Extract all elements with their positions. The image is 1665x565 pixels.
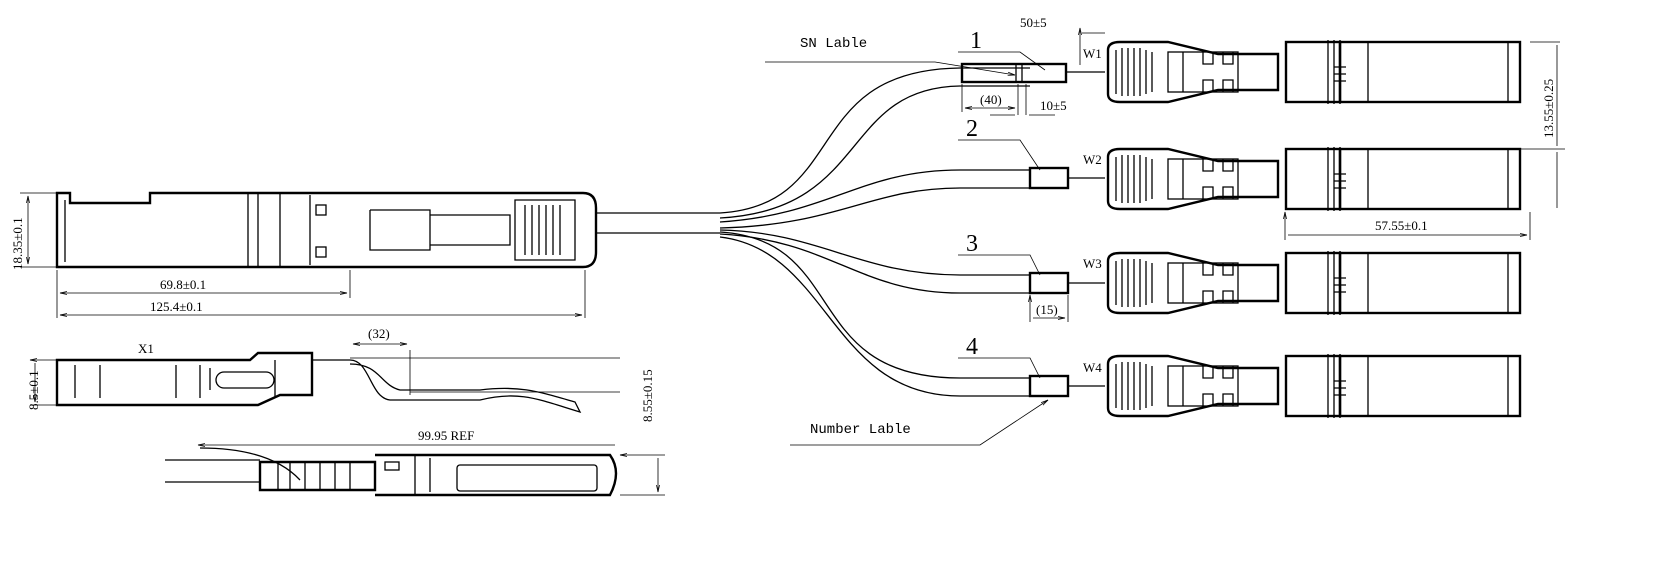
number-label-callout: Number Lable	[810, 422, 911, 438]
wire-label-3: W3	[1083, 256, 1102, 271]
wire-label-4: W4	[1083, 360, 1102, 375]
leg-number-4: 4	[966, 334, 978, 360]
dim-number-label-length: (15)	[1036, 302, 1058, 317]
wire-label-1: W1	[1083, 46, 1102, 61]
leg-number-2: 2	[966, 116, 978, 142]
dimension-lines	[20, 28, 1565, 495]
leg-number-1: 1	[970, 28, 982, 54]
dim-qsfp-body-length: 69.8±0.1	[160, 277, 206, 292]
qsfp-top-view	[55, 191, 598, 269]
dim-sfp-side-height: 8.55±0.15	[640, 369, 655, 422]
sfp-side-view	[165, 447, 618, 497]
sfp-connector-4	[1106, 352, 1522, 420]
dim-sfp-ref-length: 99.95 REF	[418, 428, 474, 443]
dim-side-height: 8.5±0.1	[26, 370, 41, 410]
dim-sn-label-length: (40)	[980, 92, 1002, 107]
leg-labels	[960, 62, 1105, 398]
dim-qsfp-height: 18.35±0.1	[10, 217, 25, 270]
dim-qsfp-total-length: 125.4±0.1	[150, 299, 203, 314]
dim-sn-offset: 50±5	[1020, 15, 1047, 30]
dim-sfp-pitch: 13.55±0.25	[1541, 79, 1556, 138]
cable-fanout	[596, 67, 1030, 397]
sfp-connector-2	[1106, 145, 1522, 213]
dim-boot-length: (32)	[368, 326, 390, 341]
leg-number-3: 3	[966, 231, 978, 257]
sn-label-callout: SN Lable	[800, 36, 867, 52]
wire-label-2: W2	[1083, 152, 1102, 167]
qsfp-side-view	[55, 350, 620, 414]
sfp-connector-1	[1106, 38, 1522, 106]
dim-gap: 10±5	[1040, 98, 1067, 113]
dim-sfp-length: 57.55±0.1	[1375, 218, 1428, 233]
side-view-label: X1	[138, 341, 154, 356]
sfp-connector-3	[1106, 249, 1522, 317]
